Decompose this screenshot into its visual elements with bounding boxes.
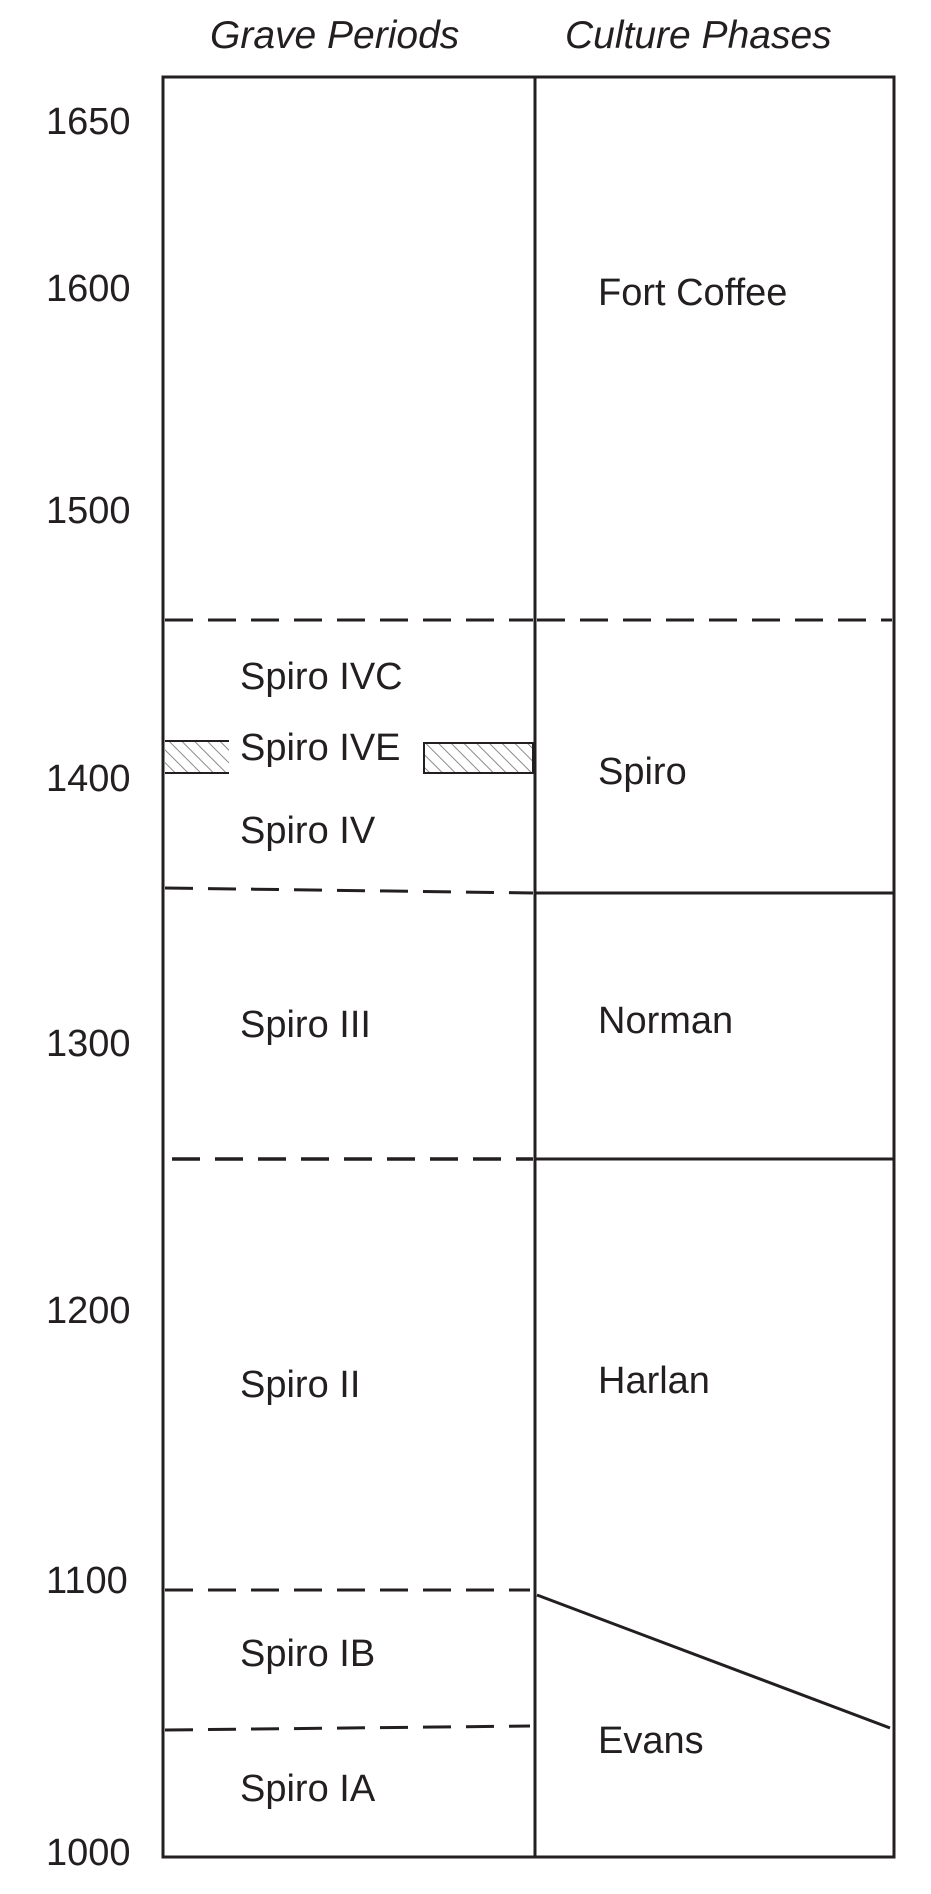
culture-phase-norman: Norman	[598, 1000, 734, 1042]
culture-phase-fort-coffee: Fort Coffee	[598, 272, 788, 314]
grave-period-spiro-iv: Spiro IV	[240, 810, 376, 852]
header-grave-periods: Grave Periods	[210, 14, 460, 57]
year-label-1100: 1100	[46, 1560, 128, 1602]
grave-period-spiro-ii: Spiro II	[240, 1364, 361, 1406]
year-label-1600: 1600	[46, 268, 131, 310]
header-culture-phases: Culture Phases	[565, 14, 832, 57]
year-label-1300: 1300	[46, 1023, 131, 1065]
boundary-1355-grave	[164, 886, 534, 895]
spiro-ive-band-right	[423, 742, 534, 774]
culture-phase-spiro: Spiro	[598, 751, 687, 793]
boundary-harlan-evans	[536, 1593, 891, 1730]
grave-period-spiro-ib: Spiro IB	[240, 1633, 376, 1675]
chart-frame	[161, 75, 896, 1859]
grave-period-spiro-iii: Spiro III	[240, 1004, 371, 1046]
year-label-1000: 1000	[46, 1832, 131, 1874]
spiro-ive-band-left	[165, 741, 229, 773]
boundary-1050-grave	[164, 1724, 531, 1732]
culture-phase-harlan: Harlan	[598, 1360, 710, 1402]
year-label-1200: 1200	[46, 1290, 131, 1332]
year-label-1400: 1400	[46, 758, 131, 800]
year-label-1650: 1650	[46, 101, 131, 143]
grave-period-spiro-ia: Spiro IA	[240, 1768, 376, 1810]
grave-period-spiro-ive: Spiro IVE	[240, 729, 401, 767]
grave-period-spiro-ivc: Spiro IVC	[240, 656, 403, 698]
year-label-1500: 1500	[46, 490, 131, 532]
culture-phase-evans: Evans	[598, 1720, 704, 1762]
